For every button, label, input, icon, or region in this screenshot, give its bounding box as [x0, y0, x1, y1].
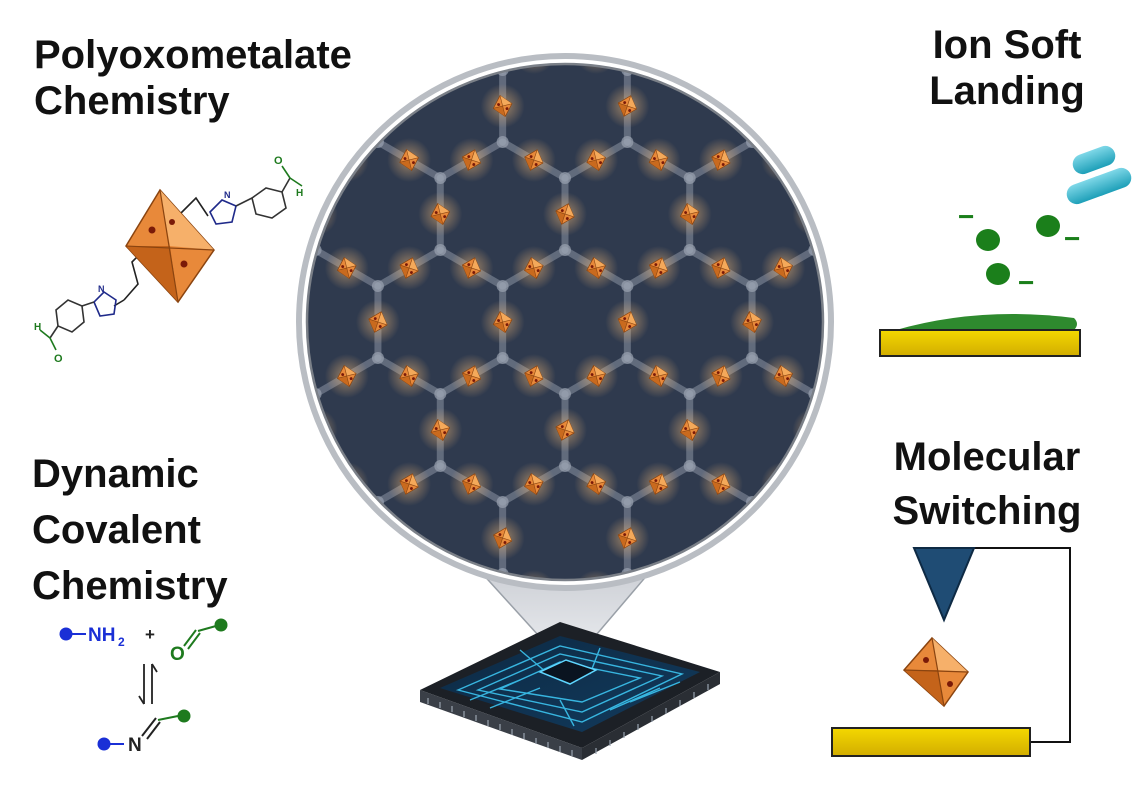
triazole-nitrogen: N — [98, 284, 105, 294]
network-node — [559, 172, 571, 184]
aldehyde-hydrogen: H — [34, 322, 41, 333]
network-node — [434, 244, 447, 256]
heading-line: Dynamic — [32, 452, 199, 496]
network-node — [309, 460, 322, 472]
heading-molecular-switching: Molecular Switching — [878, 430, 1096, 538]
heading-line: Molecular — [893, 435, 1081, 479]
polyoxometalate-cluster — [834, 255, 858, 281]
heading-line: Switching — [892, 489, 1082, 533]
aldehyde-substituent-dot — [177, 709, 191, 723]
network-node — [434, 460, 447, 472]
polyoxometalate-cluster — [833, 363, 858, 389]
heading-line: Chemistry — [34, 79, 230, 123]
imine-nitrogen: N — [128, 735, 142, 756]
polyoxometalate-cluster — [125, 188, 215, 304]
ion-soft-landing-illustration: − − − — [879, 145, 1132, 357]
amine-substituent-dot — [59, 627, 73, 641]
network-node — [559, 460, 571, 472]
negative-charge: − — [1018, 267, 1034, 298]
cation-cylinders — [1066, 145, 1132, 205]
heading-line: Ion Soft — [932, 23, 1082, 67]
molecular-switching-illustration — [831, 547, 1071, 757]
amine-label: NH — [88, 625, 115, 646]
heading-line: Polyoxometalate — [34, 33, 352, 77]
heading-dynamic-covalent-chemistry: Dynamic Covalent Chemistry — [32, 446, 228, 614]
network-node — [683, 172, 696, 184]
circuit-wire — [944, 547, 1071, 743]
anion-sphere — [976, 229, 1000, 251]
network-node — [559, 388, 571, 400]
carbonyl-oxygen: O — [170, 644, 185, 665]
polyoxometalate-cluster — [365, 524, 391, 552]
landed-layer — [896, 314, 1077, 330]
network-node — [808, 460, 821, 472]
equilibrium-arrows — [138, 663, 158, 705]
network-node — [496, 496, 509, 508]
anion-sphere — [986, 263, 1010, 285]
heading-polyoxometalate-chemistry: Polyoxometalate Chemistry — [34, 32, 352, 124]
negative-charge: − — [958, 201, 974, 232]
network-node — [371, 352, 384, 364]
network-node — [808, 172, 821, 184]
polyoxometalate-cluster — [646, 64, 671, 66]
heading-line: Landing — [929, 69, 1085, 113]
network-node — [496, 280, 509, 292]
polyoxometalate-cluster — [459, 578, 484, 580]
polyoxometalate-cluster — [902, 636, 969, 708]
network-node — [496, 136, 509, 148]
polyoxometalate-cluster — [739, 524, 765, 552]
polyoxometalate-cluster — [458, 64, 485, 66]
network-node — [621, 496, 634, 508]
stm-tip — [912, 547, 976, 623]
anion-sphere — [1036, 215, 1060, 237]
amine-substituent-dot — [97, 737, 111, 751]
heading-ion-soft-landing: Ion Soft Landing — [912, 22, 1102, 114]
polyoxometalate-cluster — [645, 578, 672, 580]
gold-substrate — [879, 329, 1081, 357]
aldehyde-oxygen: O — [54, 353, 63, 365]
network-node — [746, 280, 759, 292]
heading-line: Chemistry — [32, 564, 228, 608]
amine-subscript: 2 — [118, 635, 125, 649]
pom-ligand-structure: H O N N H O — [34, 155, 303, 365]
heading-line: Covalent — [32, 508, 201, 552]
network-node — [621, 352, 634, 364]
negative-charge: − — [1064, 223, 1080, 254]
microchip — [420, 622, 720, 760]
network-node — [309, 172, 322, 184]
aldehyde-substituent-dot — [214, 618, 228, 632]
network-node — [559, 28, 571, 40]
network-node — [434, 172, 447, 184]
aldehyde-oxygen: O — [274, 155, 283, 167]
network-node — [621, 136, 634, 148]
network-node — [434, 388, 447, 400]
polyoxometalate-cluster — [739, 92, 765, 120]
network-node — [621, 280, 634, 292]
network-node — [683, 388, 696, 400]
network-node — [746, 352, 759, 364]
plus-sign: + — [145, 625, 155, 644]
network-node — [683, 460, 696, 472]
polyoxometalate-cluster — [272, 363, 297, 389]
aldehyde-hydrogen: H — [296, 188, 303, 199]
imine-reaction-scheme: NH 2 + O N — [59, 618, 228, 756]
network-node — [496, 352, 509, 364]
polyoxometalate-cluster — [272, 255, 297, 281]
polyoxometalate-cluster — [365, 92, 391, 120]
gold-substrate — [831, 727, 1031, 757]
network-node — [559, 244, 571, 256]
network-node — [371, 280, 384, 292]
triazole-nitrogen: N — [224, 190, 231, 200]
network-node — [683, 244, 696, 256]
